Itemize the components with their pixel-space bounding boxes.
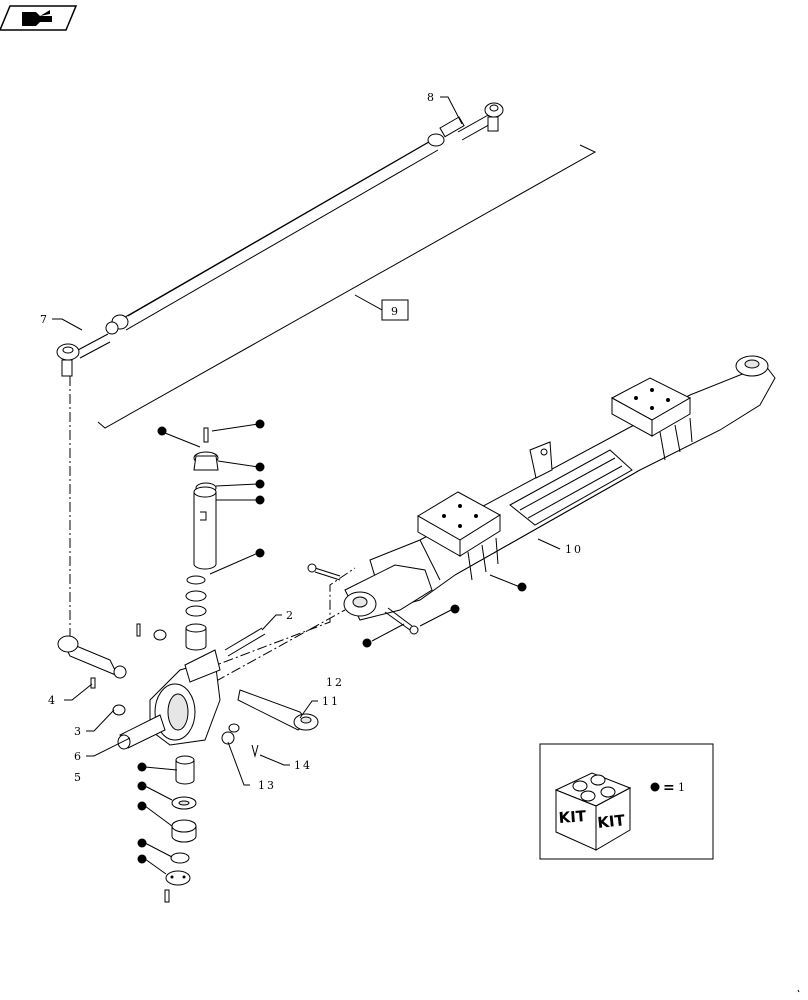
callout-9: 9 bbox=[391, 305, 400, 318]
kit-markers bbox=[137, 419, 527, 864]
callout-10: 10 bbox=[565, 543, 583, 556]
callout-6: 6 bbox=[74, 750, 83, 763]
kit-dot bbox=[517, 582, 527, 592]
callout-4: 4 bbox=[48, 694, 57, 707]
back-arrow-icon[interactable] bbox=[0, 5, 78, 31]
kit-dot bbox=[255, 419, 265, 429]
kit-dot bbox=[255, 548, 265, 558]
kit-dot bbox=[450, 604, 460, 614]
callout-2: 2 bbox=[286, 609, 295, 622]
kit-box-label-right: KIT bbox=[597, 811, 627, 832]
kit-legend-dot bbox=[650, 782, 660, 792]
leader-lines bbox=[52, 96, 561, 875]
kingpin-lower-stack bbox=[164, 755, 197, 903]
callout-8: 8 bbox=[427, 91, 436, 104]
kit-dot bbox=[137, 801, 147, 811]
kit-dot bbox=[137, 838, 147, 848]
callout-14: 14 bbox=[294, 759, 312, 772]
callout-12: 12 bbox=[326, 676, 344, 689]
kit-dot bbox=[157, 426, 167, 436]
kit-legend-equals: = bbox=[663, 780, 675, 796]
kit-dot bbox=[137, 762, 147, 772]
kit-legend: KIT KIT = 1 bbox=[539, 743, 714, 860]
kit-dot bbox=[255, 462, 265, 472]
kit-box-icon: KIT KIT bbox=[554, 772, 632, 851]
callout-9-bracket bbox=[97, 144, 597, 429]
kit-dot bbox=[137, 781, 147, 791]
kingpin-upper-stack bbox=[185, 427, 219, 651]
kit-box-label-left: KIT bbox=[558, 807, 587, 827]
kit-dot bbox=[255, 479, 265, 489]
callout-3: 3 bbox=[74, 725, 83, 738]
kit-dot bbox=[255, 495, 265, 505]
callout-13: 13 bbox=[258, 779, 276, 792]
kit-dot bbox=[362, 638, 372, 648]
callout-11: 11 bbox=[322, 695, 340, 708]
axle-beam bbox=[307, 355, 776, 635]
callout-5: 5 bbox=[74, 771, 83, 784]
tie-rod-assembly bbox=[56, 102, 504, 377]
callout-labels: 8 7 9 10 2 12 11 4 3 6 5 14 13 bbox=[40, 91, 583, 792]
kit-dot bbox=[137, 854, 147, 864]
kit-legend-value: 1 bbox=[678, 781, 687, 794]
steering-knuckle bbox=[57, 623, 319, 758]
callout-7: 7 bbox=[40, 313, 49, 326]
